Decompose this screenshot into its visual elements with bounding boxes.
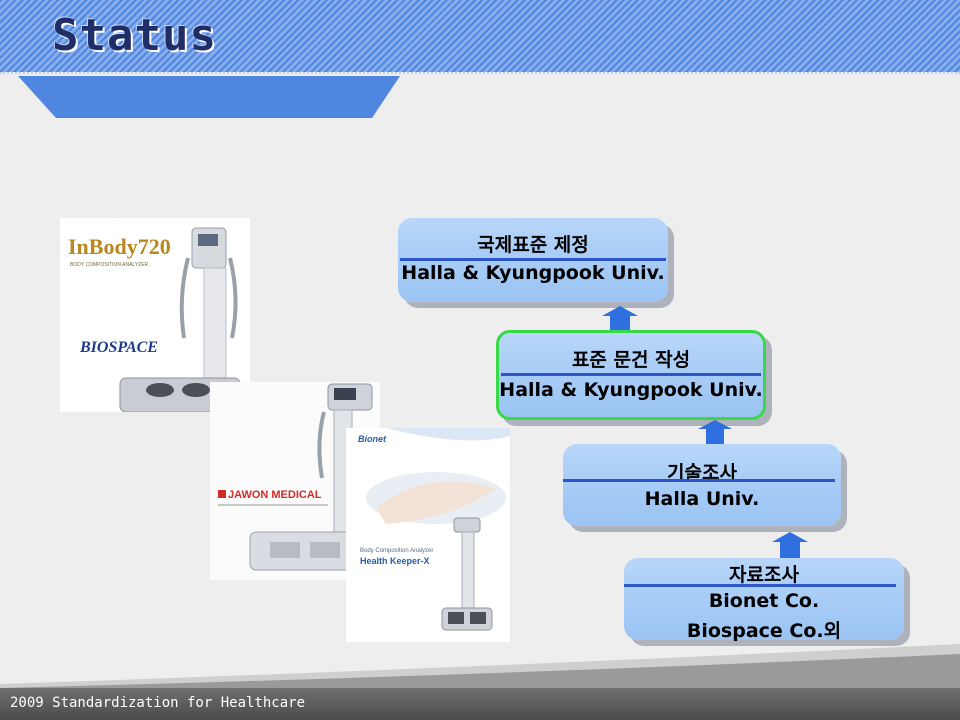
header-dotted-line	[0, 72, 960, 78]
inbody-brand-text: InBody720	[68, 234, 171, 259]
slide-title: Status	[52, 10, 217, 61]
flow-step-org-2: Biospace Co.외	[686, 620, 842, 642]
product-image-inbody: InBody720 BODY COMPOSITION ANALYZER BIOS…	[60, 218, 250, 412]
bionet-subtitle-text: Body Composition Analyzer	[360, 548, 433, 554]
header-stripes	[0, 0, 960, 72]
inbody-subtitle-text: BODY COMPOSITION ANALYZER	[70, 262, 149, 268]
flow-step-divider	[501, 373, 761, 376]
footer-bar: 2009 Standardization for Healthcare	[0, 688, 960, 720]
jawon-maker-text: JAWON MEDICAL	[228, 489, 322, 501]
flow-step-title: 국제표준 제정	[477, 234, 589, 256]
bionet-device-illustration: Bionet Body Composition Analyzer Health …	[346, 428, 510, 642]
flow-step-org: Bionet Co.	[708, 590, 820, 612]
flow-step-title: 기술조사	[667, 462, 737, 484]
flow-step-title: 자료조사	[729, 564, 799, 586]
arrow-up-icon	[698, 420, 732, 444]
footer-text: 2009 Standardization for Healthcare	[10, 695, 306, 711]
flow-step-standard-document: 표준 문건 작성 Halla & Kyungpook Univ.	[496, 330, 766, 420]
inbody-device-illustration: InBody720 BODY COMPOSITION ANALYZER BIOS…	[60, 218, 250, 412]
flow-step-org: Halla & Kyungpook Univ.	[401, 262, 665, 284]
flow-step-technology-survey: 기술조사 Halla Univ.	[563, 444, 841, 526]
bionet-brand-text: Bionet	[358, 434, 387, 444]
flow-step-org: Halla & Kyungpook Univ.	[499, 379, 763, 401]
flow-step-international-standard: 국제표준 제정 Halla & Kyungpook Univ.	[398, 218, 668, 302]
flow-step-title: 표준 문건 작성	[571, 349, 691, 371]
arrow-up-icon	[772, 532, 808, 558]
flow-step-divider	[624, 584, 896, 587]
flow-step-data-survey: 자료조사 Bionet Co. Biospace Co.외	[624, 558, 904, 642]
inbody-maker-text: BIOSPACE	[79, 339, 158, 356]
header-tab-shape	[18, 76, 400, 118]
flow-step-divider	[400, 258, 666, 261]
footer-wave	[0, 644, 960, 690]
flow-step-divider	[563, 479, 835, 482]
product-image-bionet: Bionet Body Composition Analyzer Health …	[346, 428, 510, 642]
header-band: Status	[0, 0, 960, 118]
arrow-up-icon	[602, 306, 638, 332]
bionet-model-text: Health Keeper-X	[360, 556, 430, 566]
flow-step-org: Halla Univ.	[644, 488, 760, 510]
